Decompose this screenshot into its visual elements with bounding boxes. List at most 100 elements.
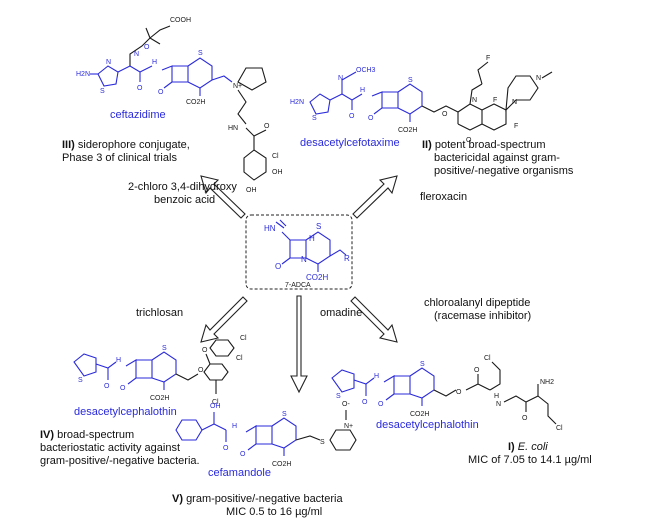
svg-text:O: O [104,383,110,390]
caption-ii-line1: II) potent broad-spectrum [422,139,546,151]
caption-iii-line1: III) siderophore conjugate, [62,139,190,151]
svg-text:O: O [349,113,355,120]
name-ceftazidime: ceftazidime [110,109,166,121]
svg-text:O: O [240,451,246,458]
arrow-bottom-right [350,296,398,343]
ceftaz-cooh: COOH [170,17,191,24]
svg-text:N: N [338,75,343,82]
caption-v-line2: MIC 0.5 to 16 µg/ml [226,506,322,518]
core-co2h: CO2H [306,273,328,282]
svg-text:Cl: Cl [236,355,243,362]
reagent-top-right: fleroxacin [420,191,467,203]
svg-text:O: O [368,115,374,122]
svg-text:OCH3: OCH3 [356,67,376,74]
svg-text:S: S [336,393,341,400]
name-desacetylcefotaxime: desacetylcefotaxime [300,137,400,149]
svg-text:N: N [106,59,111,66]
svg-text:S: S [162,345,167,352]
caption-iv-line3: gram-positive/-negative bacteria. [40,455,200,467]
svg-text:S: S [320,439,325,446]
svg-text:O: O [137,85,143,92]
structure-desacetylcefotaxime: H2N S N OCH3 O H S O CO2H O N F F F O N … [290,55,553,144]
svg-text:O: O [474,367,480,374]
svg-text:N: N [472,97,477,104]
arrow-bottom-center [290,295,308,394]
name-desacetylcephalothin-left: desacetylcephalothin [74,406,177,418]
caption-iii-line2: Phase 3 of clinical trials [62,152,177,164]
reagent-bottom-center: omadine [320,307,362,319]
caption-ii-line3: positive/-negative organisms [434,165,574,177]
structure-ceftazidime: H2N S N COOH N O O H O S CO2H N+ HN O Cl… [76,17,283,194]
structure-cefamandole-omadine: OH O H S O CO2H S N+ O- [175,401,357,468]
svg-text:F: F [486,55,490,62]
svg-text:Cl: Cl [556,425,563,432]
svg-text:H: H [360,87,365,94]
svg-text:O: O [466,137,472,144]
svg-text:O: O [442,111,448,118]
reagent-top-left-line1: 2-chloro 3,4-dihydroxy [128,181,237,193]
caption-iv-line1: IV) broad-spectrum [40,429,134,441]
svg-text:H: H [116,357,121,364]
name-cefamandole: cefamandole [208,467,271,479]
svg-text:O: O [378,401,384,408]
svg-text:N: N [512,99,517,106]
svg-text:H: H [152,59,157,66]
svg-text:O: O [223,445,229,452]
core-label: 7-ADCA [285,282,311,289]
svg-text:O: O [198,367,204,374]
svg-text:S: S [198,50,203,57]
core-box [245,214,353,290]
svg-text:HN: HN [228,125,238,132]
svg-text:N: N [536,75,541,82]
arrow-bottom-left [200,296,248,343]
caption-ii-line2: bactericidal against gram- [434,152,560,164]
svg-text:S: S [78,377,83,384]
svg-text:O: O [202,347,208,354]
svg-text:CO2H: CO2H [410,411,429,418]
svg-text:N+: N+ [344,423,353,430]
arrow-top-right [352,175,398,219]
svg-text:H: H [494,393,499,400]
svg-text:Cl: Cl [272,153,279,160]
svg-text:O: O [362,399,368,406]
svg-text:O: O [456,389,462,396]
svg-text:CO2H: CO2H [150,395,169,402]
caption-iv-line2: bacteriostatic activity against [40,442,180,454]
structure-desacetylcephalothin-triclosan: S O H S O CO2H O Cl O Cl Cl [73,335,247,406]
svg-text:F: F [493,97,497,104]
svg-text:S: S [408,77,413,84]
svg-text:O: O [120,385,126,392]
core-h: H [309,234,315,243]
svg-text:H: H [374,373,379,380]
core-structure: O HN S N H R CO2H 7-ADCA [264,219,350,289]
svg-text:CO2H: CO2H [398,127,417,134]
svg-text:Cl: Cl [212,399,219,406]
structure-desacetylcephalothin-dipeptide: S O H S O CO2H O O Cl H N O NH2 Cl [331,355,563,432]
ceftaz-h2n: H2N [76,71,90,78]
svg-text:N: N [134,51,139,58]
svg-text:O-: O- [342,401,350,408]
caption-i-line2: MIC of 7.05 to 14.1 µg/ml [468,454,592,466]
svg-text:N+: N+ [233,83,242,90]
svg-text:Cl: Cl [240,335,247,342]
reagent-bottom-right-line1: chloroalanyl dipeptide [424,297,530,309]
svg-text:S: S [420,361,425,368]
core-oxygen: O [275,262,281,271]
core-amine: HN [264,224,276,233]
svg-text:S: S [100,88,105,95]
name-desacetylcephalothin-right: desacetylcephalothin [376,419,479,431]
svg-text:CO2H: CO2H [186,99,205,106]
svg-text:O: O [158,89,164,96]
core-sulfur: S [316,222,321,231]
svg-text:O: O [144,44,150,51]
svg-text:NH2: NH2 [540,379,554,386]
svg-text:S: S [282,411,287,418]
reagent-top-left-line2: benzoic acid [154,194,215,206]
svg-text:S: S [312,115,317,122]
svg-text:F: F [514,123,518,130]
core-r-group: R [344,254,350,263]
caption-i-line1: I) E. coli [508,441,548,453]
svg-text:H2N: H2N [290,99,304,106]
svg-text:O: O [264,123,270,130]
